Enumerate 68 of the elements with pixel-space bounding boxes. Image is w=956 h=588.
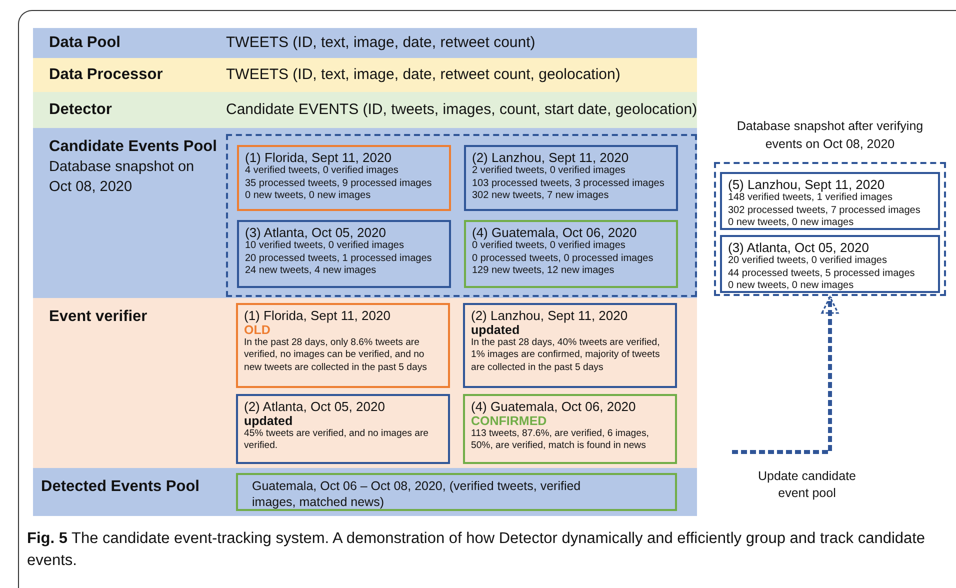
event-card	[237, 220, 451, 288]
stat-line: 20 verified tweets, 0 verified images	[728, 255, 887, 268]
event-summary: 45% tweets are verified, and no images are verified.	[244, 428, 430, 453]
band	[33, 298, 697, 468]
stat-line: 302 processed tweets, 7 processed images	[728, 204, 920, 217]
stat-line: 4 verified tweets, 0 verified images	[245, 165, 398, 178]
event-summary: Guatemala, Oct 06 – Oct 08, 2020, (verified tweets, verified images, matched news)	[252, 478, 582, 510]
band-heading: Candidate Events Pool	[49, 138, 217, 156]
event-title: (1) Florida, Sept 11, 2020	[244, 308, 390, 323]
stat-line: 0 processed tweets, 0 processed images	[472, 252, 654, 265]
stat-line: 103 processed tweets, 3 processed images	[472, 178, 664, 190]
stat-line: 0 verified tweets, 0 verified images	[472, 240, 626, 252]
band	[33, 468, 697, 516]
stat-line: 0 new tweets, 0 new images	[728, 280, 854, 292]
event-card	[236, 394, 450, 464]
band-heading: Detector	[49, 101, 112, 119]
event-summary: 113 tweets, 87.6%, are verified, 6 images, 50%, are verified, match is found in news	[471, 428, 650, 453]
event-title: (1) Florida, Sept 11, 2020	[245, 150, 392, 165]
stat-line: 44 processed tweets, 5 processed images	[728, 268, 915, 280]
band	[33, 58, 697, 92]
event-card	[720, 172, 940, 230]
band-text: TWEETS (ID, text, image, date, retweet count, geolocation)	[226, 66, 620, 83]
event-title: (3) Atlanta, Oct 05, 2020	[728, 240, 869, 255]
band-heading: Event verifier	[49, 308, 148, 326]
stat-line: 35 processed tweets, 9 processed images	[245, 178, 432, 190]
event-title: (4) Guatemala, Oct 06, 2020	[472, 225, 637, 240]
event-title: (2) Lanzhou, Sept 11, 2020	[472, 150, 629, 165]
event-title: (2) Lanzhou, Sept 11, 2020	[471, 308, 628, 323]
event-title: (2) Atlanta, Oct 05, 2020	[244, 399, 385, 414]
event-card	[720, 235, 940, 293]
status-tag: OLD	[244, 323, 270, 337]
event-title: (3) Atlanta, Oct 05, 2020	[245, 225, 386, 240]
event-summary: In the past 28 days, only 8.6% tweets are verified, no images can be verified, and no new tweets are collected in the past 5 days	[244, 337, 428, 374]
status-tag: CONFIRMED	[471, 414, 547, 428]
band	[33, 128, 697, 298]
stat-line: 0 new tweets, 0 new images	[245, 190, 371, 202]
stat-line: 2 verified tweets, 0 verified images	[472, 165, 626, 178]
event-card	[463, 303, 677, 388]
band-text: Candidate EVENTS (ID, tweets, images, count, start date, geolocation)	[226, 101, 698, 118]
event-card	[237, 145, 451, 211]
stat-line: 24 new tweets, 4 new images	[245, 265, 376, 278]
band-subtitle: Database snapshot on Oct 08, 2020	[49, 158, 196, 197]
dashed-frame	[226, 134, 697, 297]
band-text: TWEETS (ID, text, image, date, retweet count)	[226, 34, 536, 51]
figure-caption: Fig. 5 The candidate event-tracking system. A demonstration of how Detector dynamically and efficiently group and track candidate events.	[27, 529, 926, 572]
arrow	[732, 296, 839, 454]
event-card	[236, 473, 677, 511]
band	[33, 92, 697, 128]
event-card	[463, 394, 677, 464]
stat-line: 129 new tweets, 12 new images	[472, 265, 614, 278]
band-heading: Detected Events Pool	[41, 478, 200, 496]
band-heading: Data Pool	[49, 34, 120, 52]
event-title: (4) Guatemala, Oct 06, 2020	[471, 399, 636, 414]
frame-heading: Database snapshot after verifying events on Oct 08, 2020	[736, 118, 924, 152]
stat-line: 148 verified tweets, 1 verified images	[728, 192, 893, 204]
event-card	[464, 220, 678, 288]
stat-line: 0 new tweets, 0 new images	[728, 217, 854, 230]
band	[33, 28, 697, 58]
event-card	[464, 145, 678, 211]
event-card	[236, 303, 450, 388]
stat-line: 10 verified tweets, 0 verified images	[245, 240, 404, 252]
event-summary: In the past 28 days, 40% tweets are verified, 1% images are confirmed, majority of tweets are collected in the past 5 days	[471, 337, 661, 374]
status-tag: updated	[244, 414, 293, 428]
stat-line: 20 processed tweets, 1 processed images	[245, 252, 432, 265]
event-title: (5) Lanzhou, Sept 11, 2020	[728, 177, 885, 192]
status-tag: updated	[471, 323, 520, 337]
band-heading: Data Processor	[49, 66, 163, 84]
stat-line: 302 new tweets, 7 new images	[472, 190, 609, 202]
